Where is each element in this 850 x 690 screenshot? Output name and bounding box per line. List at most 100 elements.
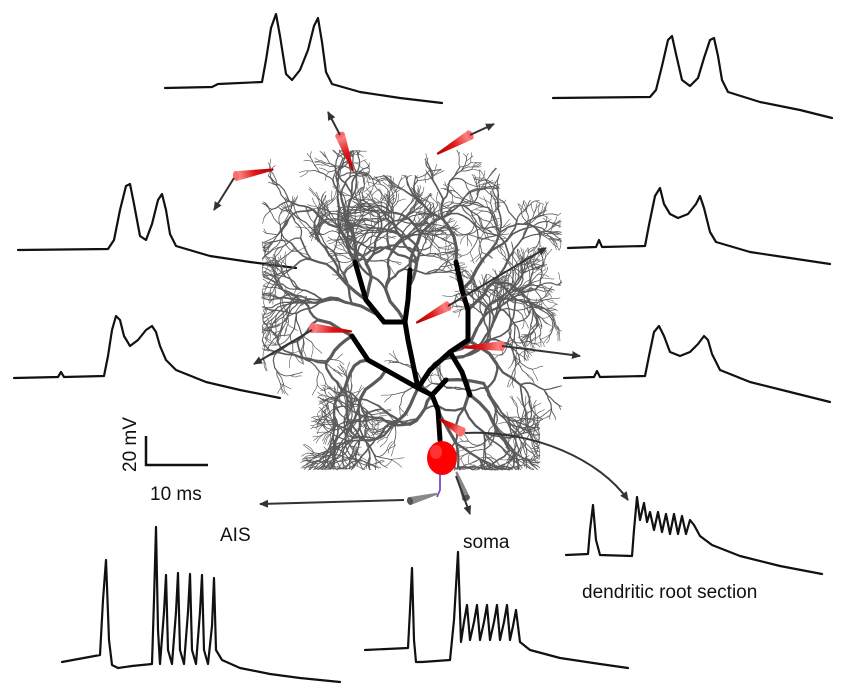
dendrite-branch xyxy=(541,266,548,279)
dendrite-branch xyxy=(549,231,561,234)
dendrite-branch xyxy=(442,220,456,228)
dendrite-branch xyxy=(375,455,392,461)
dendrite-branch xyxy=(270,268,278,279)
dendrite-branch xyxy=(337,380,344,395)
arrow-dendritic-root xyxy=(464,431,629,501)
dendrite-branch xyxy=(269,327,272,340)
dendrite-branch xyxy=(537,446,541,459)
dendrite-branch xyxy=(349,378,353,395)
dendrite-branch xyxy=(482,227,487,239)
dendrite-branch xyxy=(322,407,330,417)
dendrite-branch xyxy=(537,268,547,275)
dendrite-branch xyxy=(395,193,399,205)
dendrite-branch xyxy=(471,163,482,168)
dendrite-branch xyxy=(283,202,288,213)
dendrite-branch xyxy=(496,280,499,298)
dendrite-branch xyxy=(522,454,530,466)
dendrite-branch xyxy=(512,278,524,292)
dendrite-branch xyxy=(268,256,279,264)
dendrite-branch xyxy=(482,210,497,220)
dendrite-branch xyxy=(414,218,427,227)
dendrite-branch xyxy=(504,338,515,346)
dendrite-branch xyxy=(270,315,281,329)
dendrite-branch xyxy=(286,295,301,311)
dendrite-branch xyxy=(354,181,359,195)
dendrite-branch xyxy=(371,195,379,209)
dendrite-branch xyxy=(386,176,405,191)
dendrite-branch xyxy=(330,252,343,257)
dendrite-branch xyxy=(453,200,470,205)
dendrite-branch xyxy=(532,434,539,437)
dendrite-branch xyxy=(292,289,305,300)
dendritic-root-label: dendritic root section xyxy=(582,582,757,603)
dendrite-branch xyxy=(523,428,534,436)
dendrite-branch xyxy=(261,327,270,341)
dendrite-branch xyxy=(371,418,373,430)
arrow-mid-right xyxy=(501,345,581,359)
dendrite-branch xyxy=(264,327,272,340)
dendrite-branch xyxy=(489,288,512,305)
dendrite-branch xyxy=(519,284,541,293)
dendrite-branch xyxy=(277,206,288,213)
dendrite-branch xyxy=(356,167,368,175)
dendrite-branch xyxy=(506,219,518,242)
electrode-top-left xyxy=(232,168,274,181)
dendrite-branch xyxy=(534,445,540,449)
dendrite-branch xyxy=(507,374,513,388)
dendrite-branch xyxy=(466,233,483,240)
dendrite-branch xyxy=(478,457,486,470)
dendrite-branch xyxy=(340,192,346,205)
dendrite-branch xyxy=(380,416,411,427)
dendrite-branch xyxy=(515,441,522,454)
dendrite-branch xyxy=(407,175,413,177)
dendrite-branch xyxy=(539,282,558,286)
dendrite-branch xyxy=(328,394,344,401)
dendrite-branch xyxy=(485,310,491,336)
dendrite-branch xyxy=(532,263,546,268)
dendrite-branch xyxy=(308,188,318,198)
dendrite-branch xyxy=(355,413,383,419)
dendrite-branch xyxy=(512,299,532,308)
dendrite-branch xyxy=(372,420,381,434)
dendrite-branch xyxy=(290,375,302,378)
scale-bar-lines xyxy=(144,436,208,467)
dendrite-branch xyxy=(262,286,269,288)
dendrite-branch xyxy=(508,461,519,468)
dendrite-branch xyxy=(450,202,469,211)
dendrite-branch xyxy=(386,235,397,240)
arrows xyxy=(213,111,629,515)
dendrite-branch xyxy=(348,384,353,398)
dendrite-branch xyxy=(309,464,323,468)
dendrite-branch xyxy=(509,422,525,430)
dendrite-branch xyxy=(261,293,280,300)
scale-bar: 20 mV 10 ms xyxy=(120,417,208,505)
dendrite-branch xyxy=(262,264,265,278)
dendrite-branch xyxy=(351,223,367,227)
dendrite-branch xyxy=(427,374,439,377)
dendrite-branch xyxy=(384,194,389,205)
dendrite-branch xyxy=(532,258,544,266)
dendrite-branch xyxy=(279,224,292,244)
dendrite-branch xyxy=(524,299,530,316)
dendrite-branch xyxy=(429,195,439,206)
dendrite-branch xyxy=(338,412,357,422)
dendrite-branch xyxy=(331,190,333,203)
dendrite-branch xyxy=(549,414,551,420)
dendrite-branch xyxy=(323,414,330,428)
dendrite-branch xyxy=(278,208,284,226)
dendrite-branch xyxy=(483,181,496,185)
dendrite-branch xyxy=(273,317,288,327)
dendrite-branch xyxy=(338,420,357,430)
dendrite-branch xyxy=(450,189,455,204)
dendrite-branch xyxy=(483,431,487,458)
dendrite-branch xyxy=(338,206,349,212)
axon-initial-segment xyxy=(436,474,441,498)
dendrite-branch xyxy=(262,231,267,234)
dendrite-branch xyxy=(352,170,365,174)
dendrite-branch xyxy=(299,170,309,177)
dendrite-branch xyxy=(477,215,484,229)
dendrite-branch xyxy=(436,365,439,376)
dendrite-branch xyxy=(460,168,473,172)
dendrite-branch xyxy=(496,188,500,210)
dendrite-branch xyxy=(325,199,332,214)
